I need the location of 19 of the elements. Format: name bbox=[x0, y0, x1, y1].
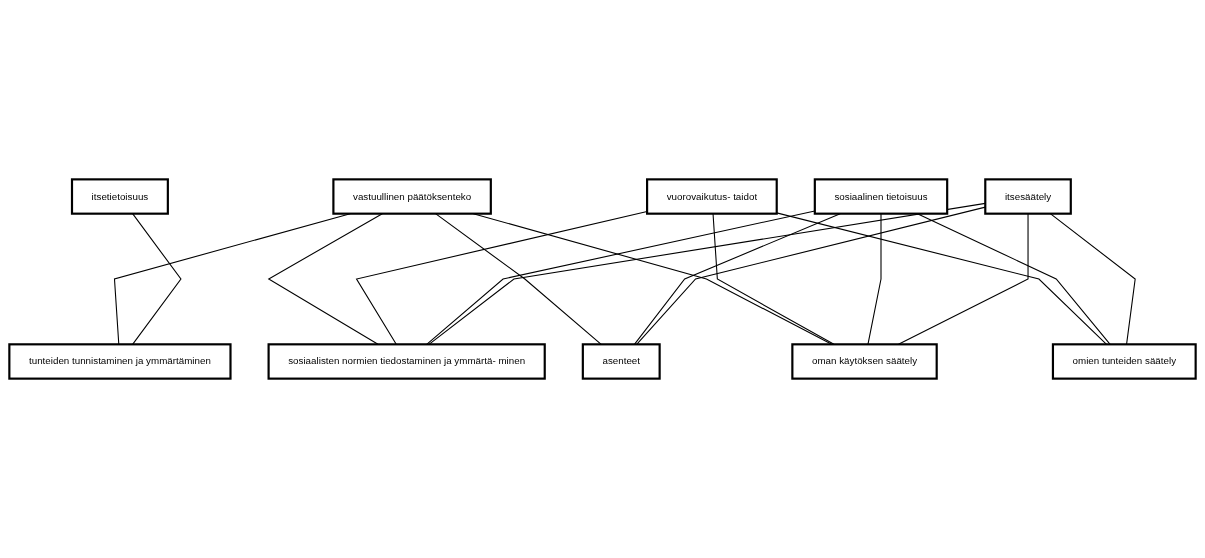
node-box: itsesäätely bbox=[984, 178, 1072, 215]
node-box: tunteiden tunnistaminen ja ymmärtäminen bbox=[8, 343, 232, 380]
node-box: vuorovaikutus- taidot bbox=[646, 178, 778, 215]
node-box: sosiaalisten normien tiedostaminen ja ymmärtä- minen bbox=[267, 343, 546, 380]
node-box: omien tunteiden säätely bbox=[1051, 343, 1197, 380]
connector bbox=[776, 212, 1108, 345]
connector bbox=[1049, 213, 1136, 345]
connector bbox=[428, 202, 986, 345]
connector bbox=[267, 213, 383, 345]
connector bbox=[636, 206, 986, 345]
node-box: sosiaalinen tietoisuus bbox=[813, 178, 949, 215]
node-box: oman käytöksen säätely bbox=[791, 343, 938, 380]
node-box: itsetietoisuus bbox=[70, 178, 169, 215]
connector bbox=[132, 213, 182, 345]
connector bbox=[355, 211, 648, 345]
node-box: asenteet bbox=[581, 343, 661, 380]
connector bbox=[435, 213, 602, 345]
node-box: vastuullinen päätöksenteko bbox=[332, 178, 492, 215]
connector bbox=[867, 213, 882, 345]
